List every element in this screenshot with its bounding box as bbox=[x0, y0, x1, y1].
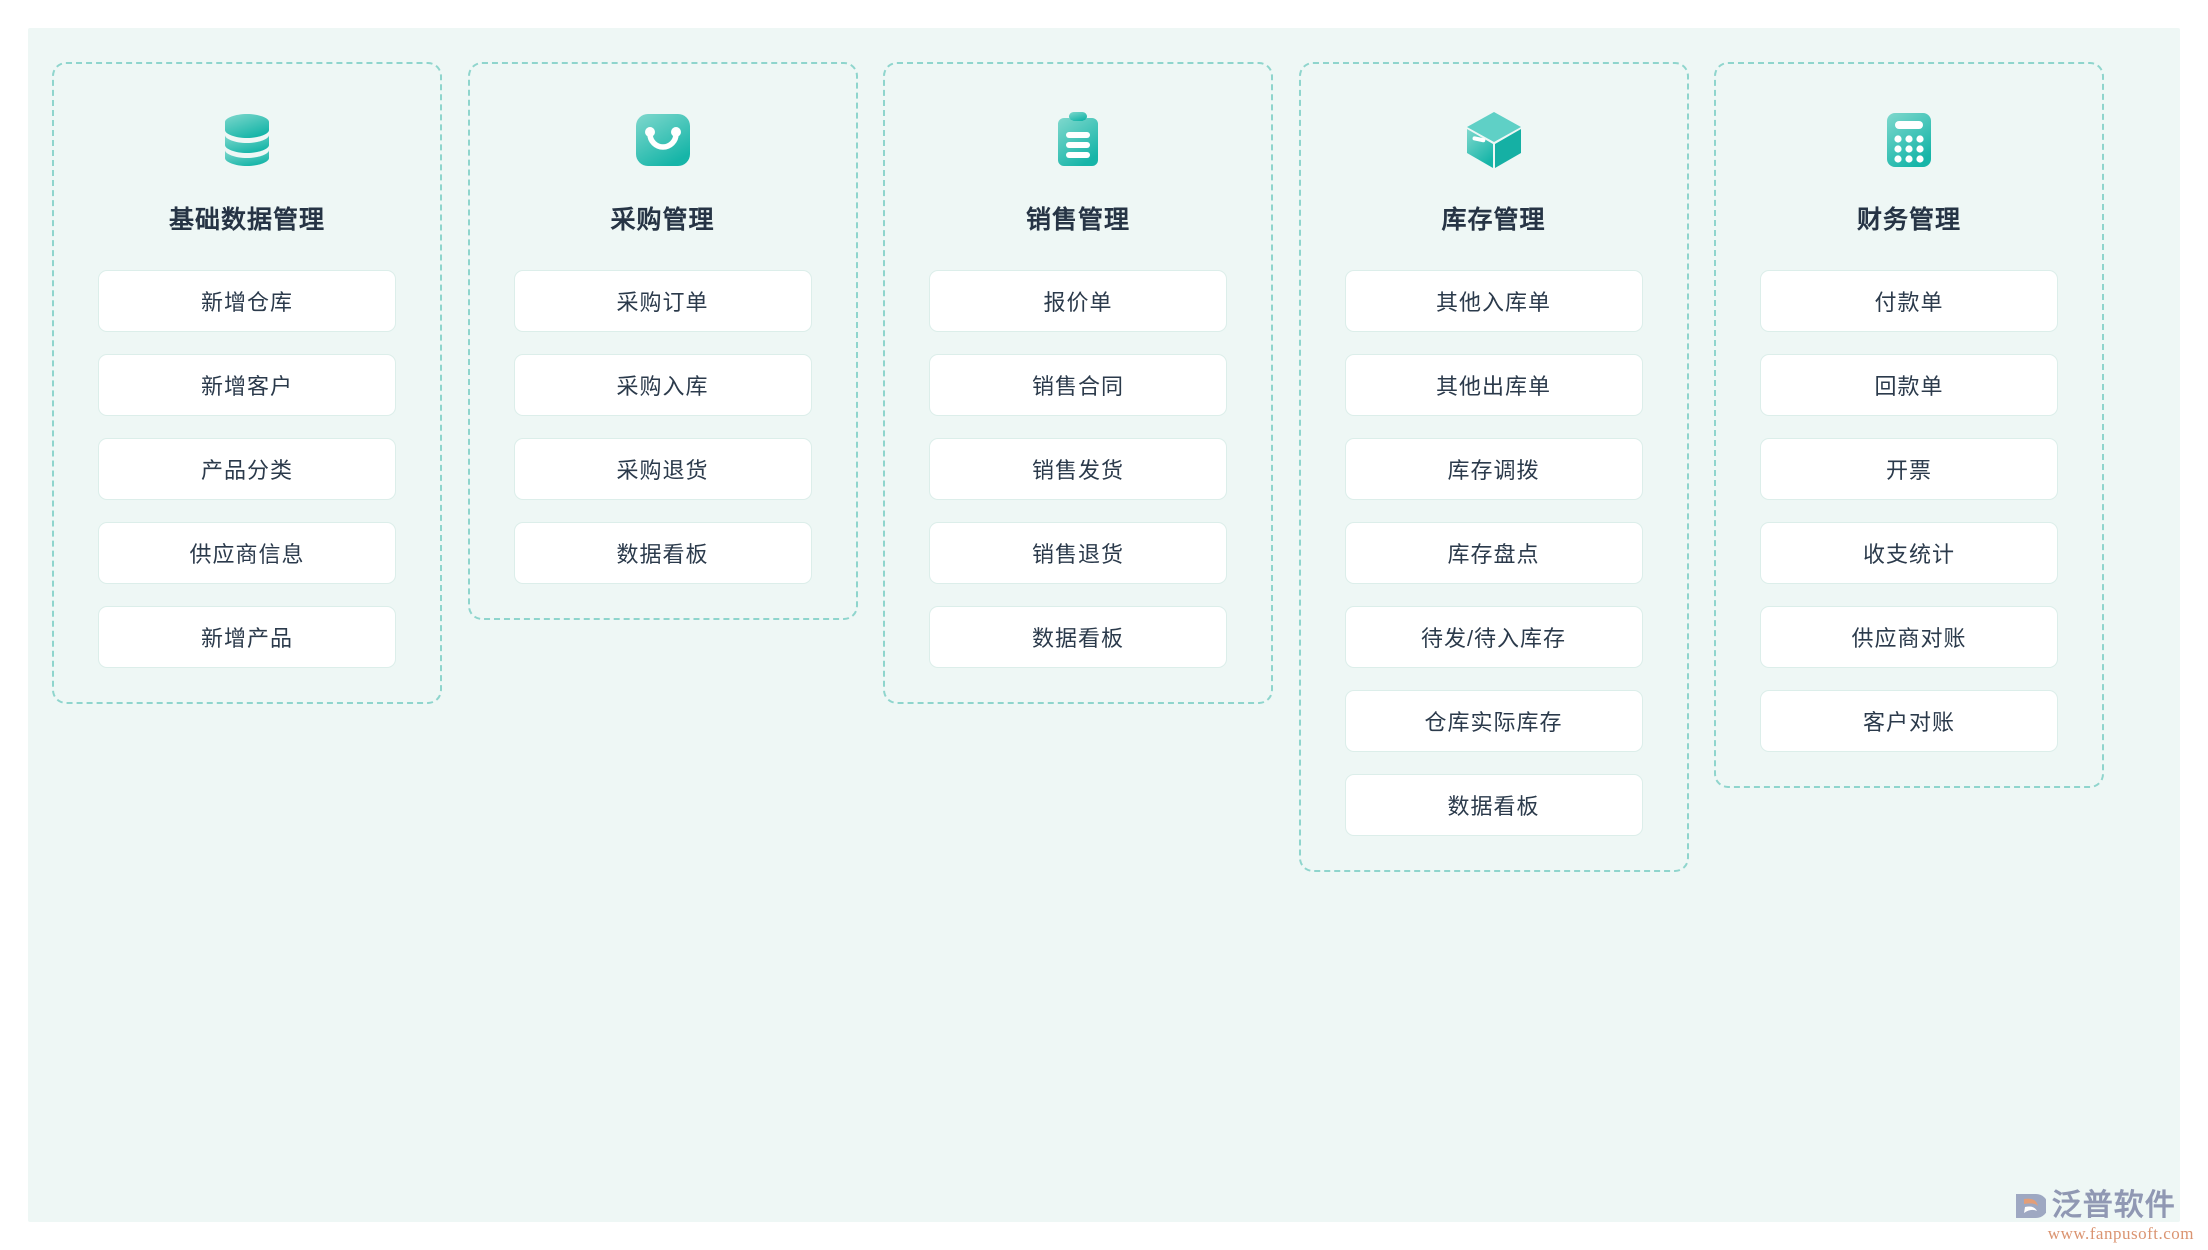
column-title: 采购管理 bbox=[610, 206, 715, 234]
module-item-button[interactable]: 采购退货 bbox=[513, 438, 812, 500]
calculator-icon bbox=[1887, 113, 1931, 167]
module-item-button[interactable]: 待发/待入库存 bbox=[1344, 606, 1643, 668]
watermark: 泛普软件 www.fanpusoft.com bbox=[2012, 1191, 2194, 1242]
column-item-list: 报价单销售合同销售发货销售退货数据看板 bbox=[929, 270, 1227, 668]
module-item-button[interactable]: 收支统计 bbox=[1760, 522, 2058, 584]
module-item-button[interactable]: 开票 bbox=[1760, 438, 2058, 500]
module-item-button[interactable]: 回款单 bbox=[1760, 354, 2058, 416]
module-item-button[interactable]: 新增产品 bbox=[98, 606, 396, 668]
column-item-list: 采购订单采购入库采购退货数据看板 bbox=[513, 270, 812, 584]
module-column: 采购管理采购订单采购入库采购退货数据看板 bbox=[467, 62, 858, 620]
column-item-list: 新增仓库新增客户产品分类供应商信息新增产品 bbox=[98, 270, 396, 668]
column-item-list: 付款单回款单开票收支统计供应商对账客户对账 bbox=[1760, 270, 2058, 752]
fanpu-logo-icon bbox=[2015, 1194, 2046, 1218]
module-item-button[interactable]: 新增仓库 bbox=[98, 270, 396, 332]
module-item-button[interactable]: 其他入库单 bbox=[1344, 270, 1643, 332]
module-column: 财务管理付款单回款单开票收支统计供应商对账客户对账 bbox=[1714, 62, 2104, 788]
column-title: 财务管理 bbox=[1856, 206, 1961, 234]
module-column: 基础数据管理新增仓库新增客户产品分类供应商信息新增产品 bbox=[52, 62, 442, 704]
shopping-bag-icon bbox=[635, 114, 690, 166]
column-item-list: 其他入库单其他出库单库存调拨库存盘点待发/待入库存仓库实际库存数据看板 bbox=[1344, 270, 1643, 836]
module-column: 销售管理报价单销售合同销售发货销售退货数据看板 bbox=[883, 62, 1273, 704]
watermark-row: 泛普软件 bbox=[2012, 1191, 2176, 1221]
column-title: 销售管理 bbox=[1025, 206, 1130, 234]
module-item-button[interactable]: 数据看板 bbox=[513, 522, 812, 584]
module-item-button[interactable]: 数据看板 bbox=[1344, 774, 1643, 836]
module-item-button[interactable]: 付款单 bbox=[1760, 270, 2058, 332]
module-column: 库存管理其他入库单其他出库单库存调拨库存盘点待发/待入库存仓库实际库存数据看板 bbox=[1298, 62, 1689, 872]
module-item-button[interactable]: 销售退货 bbox=[929, 522, 1227, 584]
database-icon bbox=[225, 114, 269, 166]
module-item-button[interactable]: 新增客户 bbox=[98, 354, 396, 416]
module-item-button[interactable]: 数据看板 bbox=[929, 606, 1227, 668]
module-item-button[interactable]: 报价单 bbox=[929, 270, 1227, 332]
module-item-button[interactable]: 产品分类 bbox=[98, 438, 396, 500]
watermark-url: www.fanpusoft.com bbox=[2047, 1224, 2194, 1243]
module-item-button[interactable]: 库存调拨 bbox=[1344, 438, 1643, 500]
module-item-button[interactable]: 仓库实际库存 bbox=[1344, 690, 1643, 752]
module-item-button[interactable]: 供应商信息 bbox=[98, 522, 396, 584]
module-item-button[interactable]: 库存盘点 bbox=[1344, 522, 1643, 584]
module-item-button[interactable]: 客户对账 bbox=[1760, 690, 2058, 752]
clipboard-icon bbox=[1058, 112, 1098, 166]
column-title: 库存管理 bbox=[1441, 206, 1546, 234]
module-item-button[interactable]: 采购入库 bbox=[513, 354, 812, 416]
module-item-button[interactable]: 销售合同 bbox=[929, 354, 1227, 416]
module-item-button[interactable]: 其他出库单 bbox=[1344, 354, 1643, 416]
watermark-brand: 泛普软件 bbox=[2051, 1189, 2176, 1222]
module-item-button[interactable]: 采购订单 bbox=[513, 270, 812, 332]
box-3d-icon bbox=[1466, 112, 1521, 168]
module-item-button[interactable]: 销售发货 bbox=[929, 438, 1227, 500]
module-item-button[interactable]: 供应商对账 bbox=[1760, 606, 2058, 668]
column-title: 基础数据管理 bbox=[168, 206, 325, 234]
module-columns: 基础数据管理新增仓库新增客户产品分类供应商信息新增产品采购管理采购订单采购入库采… bbox=[52, 62, 2104, 872]
